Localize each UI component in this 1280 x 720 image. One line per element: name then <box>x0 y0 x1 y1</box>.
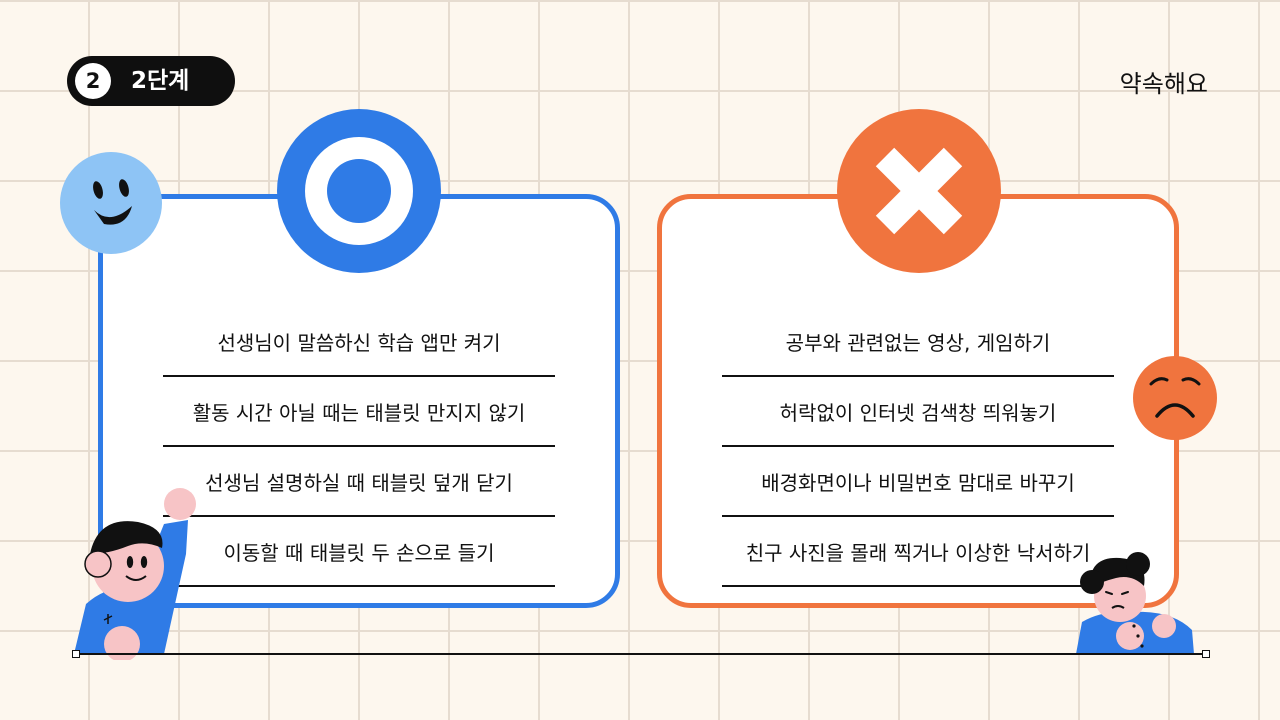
floor-line <box>76 653 1206 655</box>
do-list: 선생님이 말씀하신 학습 앱만 켜기 활동 시간 아닐 때는 태블릿 만지지 않… <box>163 307 555 587</box>
list-item: 배경화면이나 비밀번호 맘대로 바꾸기 <box>722 447 1114 517</box>
floor-handle-right <box>1202 650 1210 658</box>
circle-o-icon <box>277 109 441 273</box>
list-item: 활동 시간 아닐 때는 태블릿 만지지 않기 <box>163 377 555 447</box>
page-title: 약속해요 <box>1119 70 1208 98</box>
list-item: 친구 사진을 몰래 찍거나 이상한 낙서하기 <box>722 517 1114 587</box>
thinking-kid-illustration <box>1076 552 1194 654</box>
floor-handle-left <box>72 650 80 658</box>
step-number: 2 <box>75 63 111 99</box>
list-item: 공부와 관련없는 영상, 게임하기 <box>722 307 1114 377</box>
step-pill: 2 2단계 <box>67 56 235 106</box>
x-mark-icon <box>837 109 1001 273</box>
smiley-face-icon <box>60 152 162 254</box>
step-label: 2단계 <box>131 68 190 94</box>
list-item: 이동할 때 태블릿 두 손으로 들기 <box>163 517 555 587</box>
list-item: 허락없이 인터넷 검색창 띄워놓기 <box>722 377 1114 447</box>
sad-face-icon <box>1133 356 1217 440</box>
dont-list: 공부와 관련없는 영상, 게임하기 허락없이 인터넷 검색창 띄워놓기 배경화면… <box>722 307 1114 587</box>
waving-kid-illustration <box>74 488 196 660</box>
list-item: 선생님 설명하실 때 태블릿 덮개 닫기 <box>163 447 555 517</box>
list-item: 선생님이 말씀하신 학습 앱만 켜기 <box>163 307 555 377</box>
